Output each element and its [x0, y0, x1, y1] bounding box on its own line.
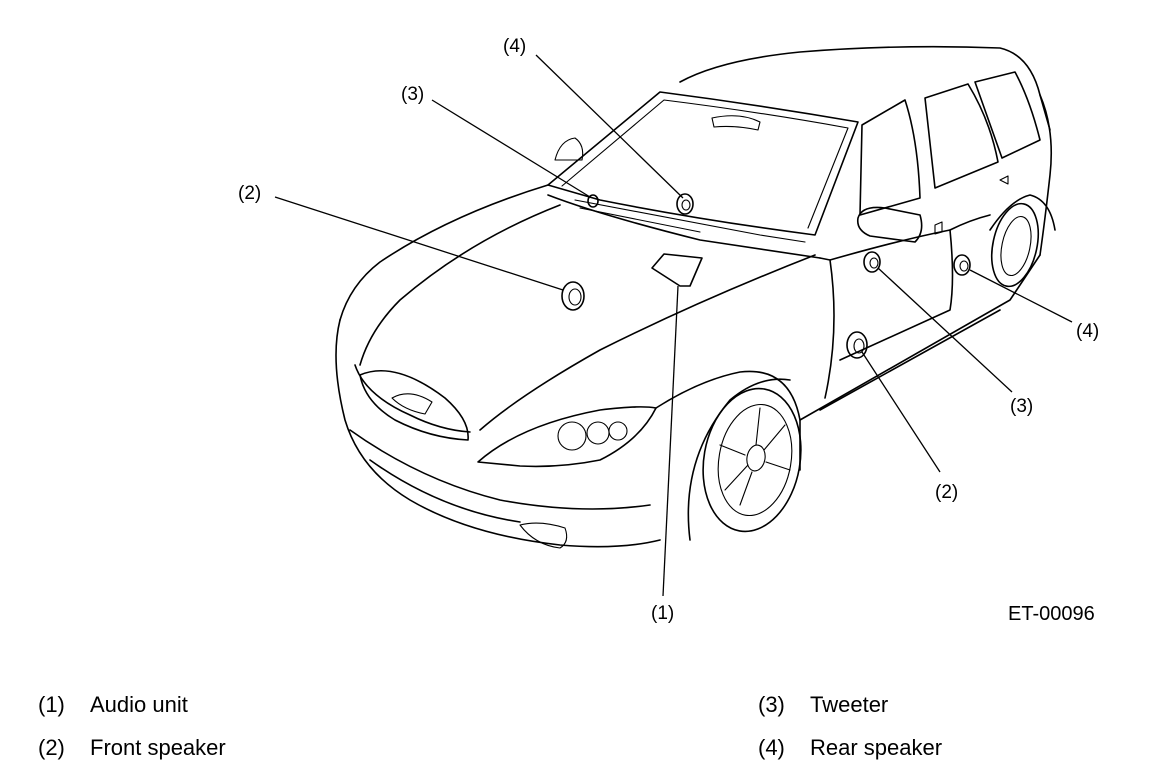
tweeter-dash-icon: [587, 194, 599, 208]
callout-labels: (1) (2) (3) (4) (4) (3) (2) ET-00096: [238, 36, 1099, 625]
audio-unit-icon: [651, 253, 703, 287]
legend-item-rear-speaker: (4) Rear speaker: [758, 735, 942, 761]
leader-lines: [274, 54, 1073, 597]
rear-speaker-door-icon: [953, 254, 971, 276]
legend-label: Rear speaker: [810, 735, 943, 760]
legend-number: (4): [758, 735, 785, 760]
legend-number: (1): [38, 692, 65, 717]
legend-number: (3): [758, 692, 785, 717]
legend-label: Tweeter: [810, 692, 889, 717]
callout-1: (1): [651, 603, 674, 624]
callout-4-right: (4): [1076, 321, 1099, 342]
callout-3-right: (3): [1010, 396, 1033, 417]
legend-label: Audio unit: [90, 692, 188, 717]
car-outline: [335, 45, 1056, 549]
legend-number: (2): [38, 735, 65, 760]
callout-4-top: (4): [503, 36, 526, 57]
legend-item-front-speaker: (2) Front speaker: [38, 735, 226, 761]
front-speaker-door-icon: [846, 331, 868, 359]
callout-3-left: (3): [401, 84, 424, 105]
legend-item-tweeter: (3) Tweeter: [758, 692, 888, 718]
legend-label: Front speaker: [90, 735, 226, 760]
legend-item-audio-unit: (1) Audio unit: [38, 692, 188, 718]
tweeter-door-icon: [863, 251, 881, 273]
figure-code: ET-00096: [1008, 603, 1095, 625]
callout-2-right: (2): [935, 482, 958, 503]
components: [561, 193, 971, 359]
rear-speaker-interior-icon: [676, 193, 694, 215]
front-speaker-hood-icon: [561, 281, 585, 311]
callout-2-left: (2): [238, 183, 261, 204]
